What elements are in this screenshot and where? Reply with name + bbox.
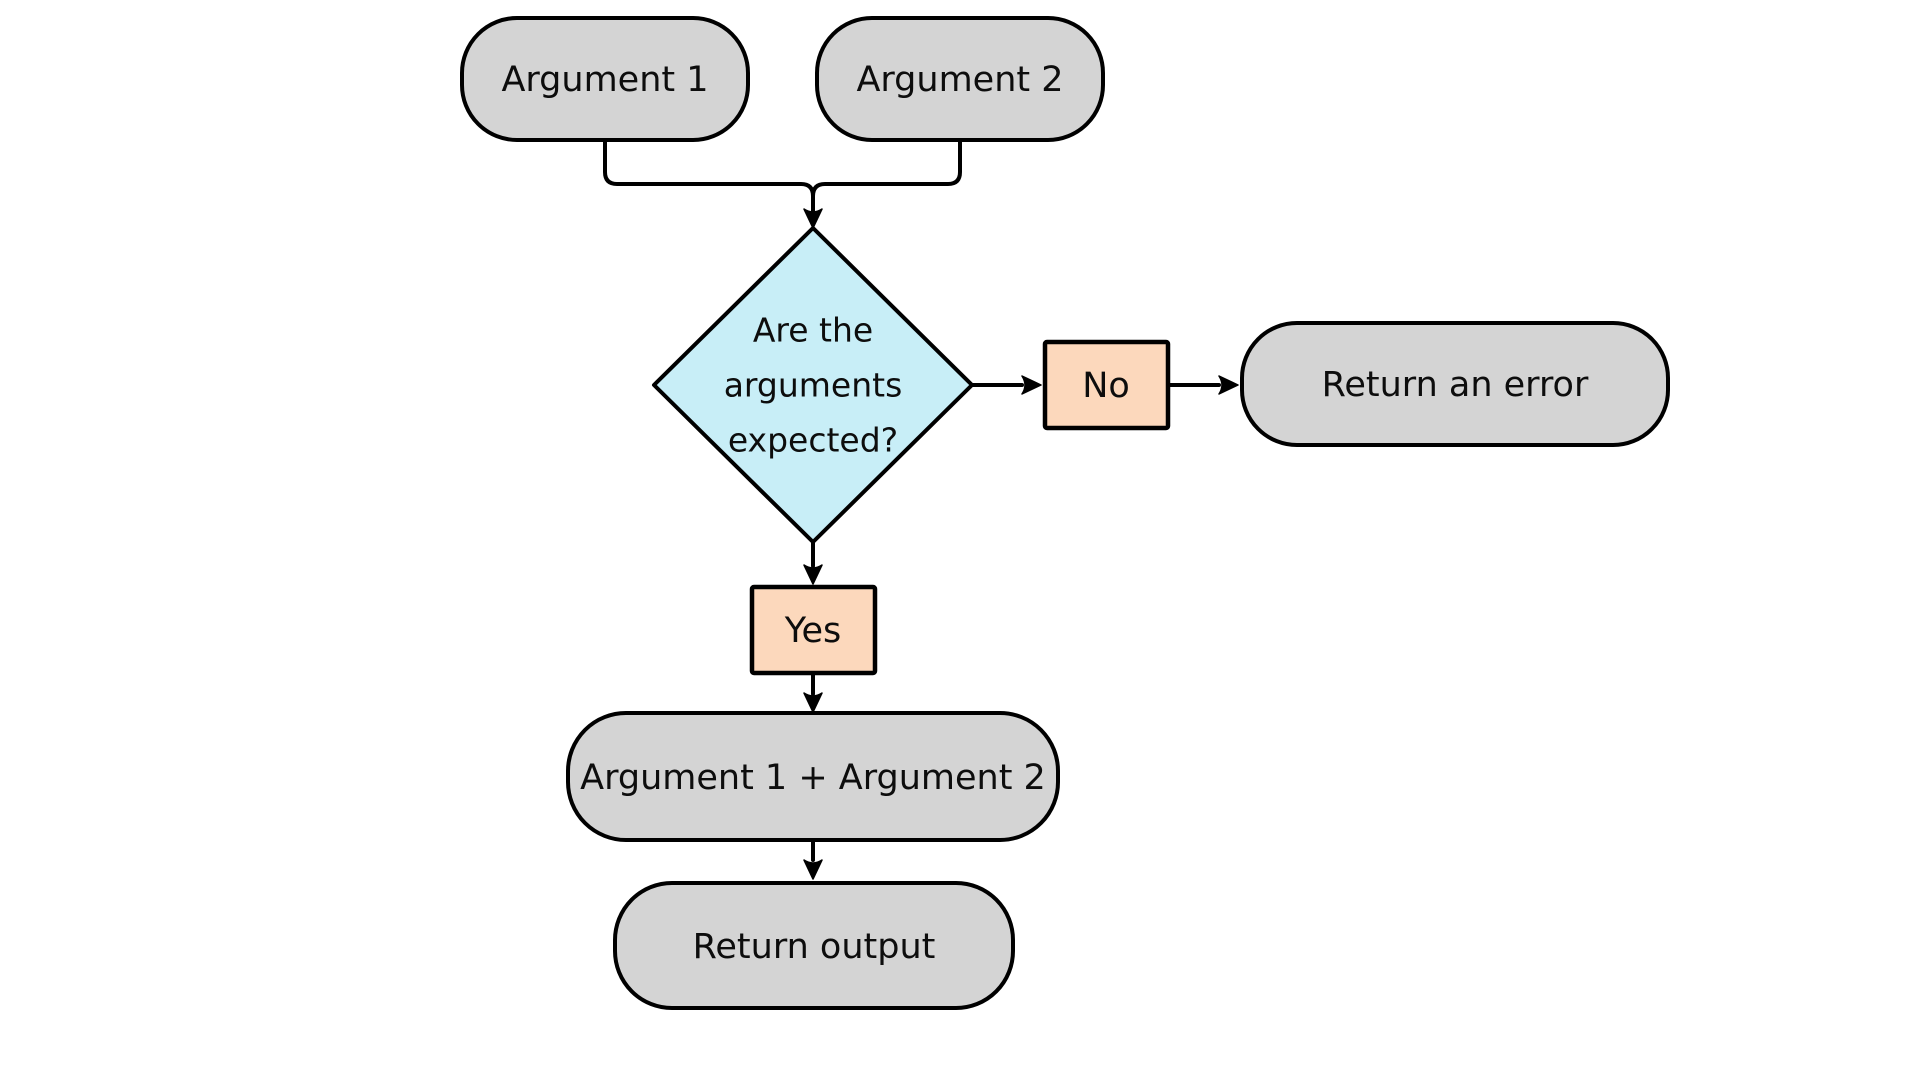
node-shape	[566, 711, 1060, 842]
decision-label-line-1: Are the	[753, 311, 873, 350]
edge-decision-to-yes	[803, 540, 823, 585]
arrowhead-right-icon	[1218, 375, 1239, 395]
edge-label-box	[1042, 339, 1171, 431]
edge-label-no: No	[1042, 339, 1171, 431]
edge-decision-to-no	[970, 375, 1042, 395]
edge-arg1-to-decision	[603, 138, 815, 213]
node-return-an-error: Return an error	[1240, 321, 1670, 447]
node-decision-arguments-expected: Are the arguments expected?	[652, 226, 974, 544]
node-label: Return output	[693, 927, 936, 967]
edge-label-box	[749, 584, 878, 676]
edge-sum-to-output	[803, 838, 823, 880]
node-shape	[460, 16, 750, 142]
decision-label-line-2: arguments	[724, 366, 903, 405]
arrowhead-down-icon	[803, 208, 823, 229]
node-shape	[613, 881, 1015, 1010]
node-return-output: Return output	[613, 881, 1015, 1010]
node-argument1-plus-argument2: Argument 1 + Argument 2	[566, 711, 1060, 842]
edge-label-text: Yes	[784, 611, 842, 651]
arrowhead-down-icon	[803, 692, 823, 713]
edge-line	[603, 138, 815, 213]
node-label: Return an error	[1322, 365, 1589, 405]
arrowhead-right-icon	[1021, 375, 1042, 395]
node-label: Argument 1 + Argument 2	[580, 758, 1046, 798]
node-shape	[815, 16, 1105, 142]
edge-label-text: No	[1082, 366, 1130, 406]
edge-yes-to-sum	[803, 671, 823, 713]
arrowhead-down-icon	[803, 859, 823, 880]
edge-no-to-error	[1166, 375, 1239, 395]
decision-diamond	[652, 226, 974, 544]
edge-arg2-to-decision	[803, 138, 962, 229]
arrowhead-down-icon	[803, 564, 823, 585]
edge-line	[811, 138, 962, 213]
edge-label-yes: Yes	[749, 584, 878, 676]
node-shape	[1240, 321, 1670, 447]
node-argument-1: Argument 1	[460, 16, 750, 142]
node-label: Argument 2	[856, 60, 1063, 100]
node-argument-2: Argument 2	[815, 16, 1105, 142]
node-label: Argument 1	[501, 60, 708, 100]
decision-label-line-3: expected?	[728, 421, 898, 460]
